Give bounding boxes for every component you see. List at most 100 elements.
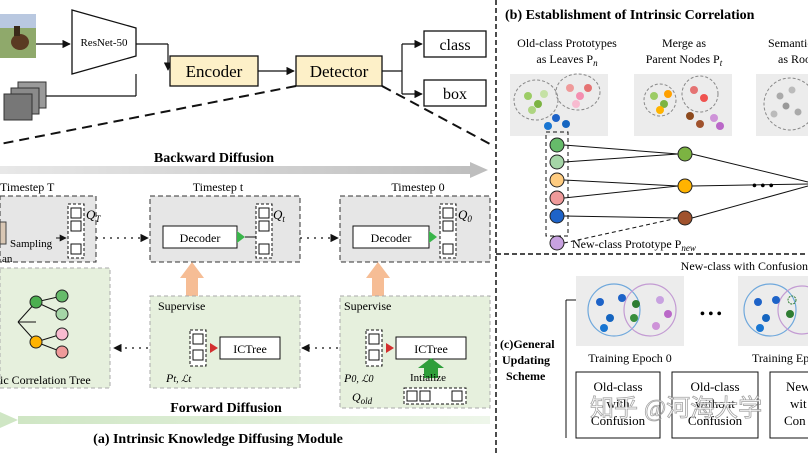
backward-diffusion-arrow [0, 162, 488, 178]
box2-line3: Confusion [688, 413, 743, 428]
input-image-icon [0, 14, 36, 58]
col1-line1: Old-class Prototypes [517, 36, 617, 50]
encoder-label: Encoder [186, 62, 243, 81]
new-proto-sub: new [681, 243, 696, 253]
resnet-block [71, 9, 137, 75]
forward-diffusion-arrow [18, 416, 490, 424]
ictree-right-label: ICTree [414, 342, 448, 356]
supervise-arrow-right [366, 262, 390, 296]
svg-text:Qold: Qold [352, 390, 373, 406]
q-t-sub: t [282, 214, 285, 224]
new-proto-label: New-class Prototype P [572, 237, 682, 251]
q-0-label: Q [458, 207, 468, 222]
root-cluster-image [756, 74, 808, 136]
detector-label: Detector [310, 62, 369, 81]
class-output-label: class [439, 37, 470, 54]
col3-line2: as Roo [778, 52, 808, 66]
watermark: 知乎 @河海大学 [590, 395, 762, 422]
box3-line3: Con [784, 413, 806, 428]
q-T-sub: T [95, 214, 101, 224]
zoom-line-right [381, 85, 491, 145]
panel-b-ellipsis: • • • [752, 179, 774, 194]
new-with-confusion-box [769, 371, 808, 439]
forward-diffusion-label: Forward Diffusion [170, 401, 282, 416]
bracket-lines [565, 299, 576, 438]
proto-stack-right [365, 329, 383, 367]
parent-node-3 [677, 210, 693, 226]
box-output-box [423, 79, 487, 107]
epoch0-label: Training Epoch 0 [588, 351, 672, 365]
q-t-label: Q [273, 207, 283, 222]
decoder-right-label: Decoder [371, 231, 412, 245]
svg-text:as Leaves Pn: as Leaves Pn [536, 52, 598, 68]
leaf-node-2 [549, 154, 565, 170]
box1-line2: with [606, 396, 630, 411]
timestep-0-label: Timestep 0 [391, 180, 444, 194]
decoder-mid-label: Decoder [180, 231, 221, 245]
col1-sub: n [593, 58, 598, 68]
panel-c-label-2: Updating [502, 353, 550, 367]
p0-rest: 0, ℒ0 [351, 374, 373, 385]
box1-line3: Confusion [591, 413, 646, 428]
stacked-images-icon [3, 81, 47, 121]
svg-text:Qt: Qt [273, 207, 285, 224]
col2-line1: Merge as [662, 36, 706, 50]
timestep-T-label: Timestep T [0, 180, 55, 194]
q-old-sub: old [361, 396, 373, 406]
supervise-arrow-mid [180, 262, 204, 296]
panel-c-ellipsis: • • • [700, 307, 722, 322]
box-output-label: box [443, 86, 467, 103]
new-class-node [549, 235, 565, 251]
timestep-t-label: Timestep t [193, 180, 244, 194]
sampling-label: Sampling [10, 238, 53, 250]
box2-line1: Old-class [690, 379, 739, 394]
col2-sub: t [720, 58, 723, 68]
panel-a-caption: (a) Intrinsic Knowledge Diffusing Module [93, 432, 343, 447]
box1-line1: Old-class [593, 379, 642, 394]
parent-cluster-image [634, 74, 732, 136]
panel-c-label-1: (c)General [500, 337, 555, 351]
svg-text:P0, ℒ0: P0, ℒ0 [343, 371, 374, 385]
p0-label: P [343, 371, 352, 385]
old-with-confusion-box [575, 371, 661, 439]
supervise-right-label: Supervise [344, 299, 391, 313]
query-stack-T [67, 203, 85, 259]
backward-diffusion-label: Backward Diffusion [154, 151, 274, 166]
panel-c-header: New-class with Confusion [681, 259, 808, 273]
supervise-mid-label: Supervise [158, 299, 205, 313]
panel-c-label-3: Scheme [506, 369, 546, 383]
correlation-tree-icon [17, 289, 69, 359]
ictree-mid-label: ICTree [233, 342, 267, 356]
query-old-stack [403, 387, 467, 405]
panel-b-title: (b) Establishment of Intrinsic Correlati… [505, 8, 755, 23]
col1-line2: as Leaves P [536, 52, 593, 66]
svg-text:QT: QT [86, 207, 101, 224]
class-output-box [423, 30, 487, 58]
proto-stack-mid [189, 329, 207, 367]
left-cut-text-1: an [2, 253, 13, 265]
q-T-label: Q [86, 207, 96, 222]
box2-line2: without [695, 396, 735, 411]
initialize-label: Intialize [410, 372, 446, 384]
box3-line1: New [786, 379, 808, 394]
col2-line2: Parent Nodes P [646, 52, 720, 66]
old-without-confusion-box [671, 371, 759, 439]
tree-panel [0, 267, 111, 389]
ictree-mid-block [219, 336, 281, 360]
parent-node-2 [677, 178, 693, 194]
svg-text:Pt, ℒt: Pt, ℒt [165, 371, 191, 385]
svg-text:Parent Nodes Pt: Parent Nodes Pt [646, 52, 723, 68]
epochN-label: Training Ep [752, 351, 808, 365]
pt-rest: t, ℒt [173, 374, 191, 385]
epoch0-venn [576, 276, 684, 346]
q-0-sub: 0 [467, 214, 472, 224]
epochN-venn [738, 276, 808, 346]
resnet-label: ResNet-50 [80, 37, 128, 49]
leaf-node-5 [549, 208, 565, 224]
leaf-node-4 [549, 190, 565, 206]
tree-caption: ic Correlation Tree [0, 373, 91, 387]
initialize-arrow [418, 358, 444, 378]
leaf-node-3 [549, 172, 565, 188]
leaf-cluster-image [510, 73, 608, 136]
detector-block [295, 55, 383, 87]
